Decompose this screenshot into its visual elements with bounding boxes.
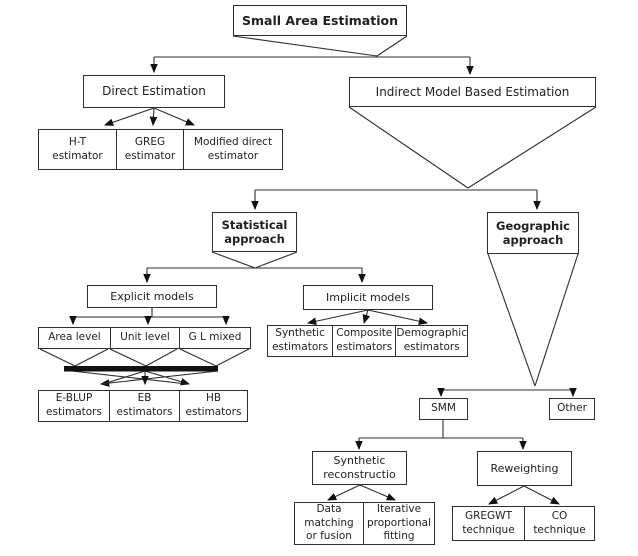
- cross-bar-left-to-hb: [71, 370, 188, 385]
- node-synthetic-reconstruction: Synthetic reconstructio: [312, 451, 407, 485]
- funnel-geographic-right: [534, 253, 579, 387]
- row-direct-estimators: H-T estimator GREG estimator Modified di…: [38, 129, 283, 170]
- row-reweighting-techniques: GREGWT technique CO technique: [452, 506, 595, 541]
- node-ht-estimator: H-T estimator: [52, 135, 103, 162]
- node-demographic-estimators: Demographic estimators: [395, 326, 467, 356]
- row-model-estimators: E-BLUP estimators EB estimators HB estim…: [38, 390, 248, 422]
- node-label: Synthetic reconstructio: [323, 454, 396, 481]
- node-eblup-estimators: E-BLUP estimators: [46, 392, 102, 418]
- node-hb-estimators: HB estimators: [179, 391, 247, 421]
- node-label: Implicit models: [326, 290, 410, 304]
- arrow-implicit-to-composite: [362, 309, 371, 325]
- mixing-bar: [64, 366, 218, 372]
- node-label: Explicit models: [110, 289, 194, 303]
- node-smm: SMM: [419, 398, 468, 420]
- node-composite-estimators: Composite estimators: [332, 326, 395, 356]
- node-implicit-models: Implicit models: [303, 285, 433, 310]
- arrow-synthrec-to-data-matching: [327, 484, 361, 501]
- funnel-statistical-left: [211, 251, 256, 269]
- node-label: Reweighting: [490, 461, 559, 475]
- cross-bar-center-to-eblup: [102, 370, 146, 385]
- vline-gl-left: [179, 348, 217, 367]
- row-reconstruction-methods: Data matching or fusion Iterative propor…: [294, 502, 435, 545]
- node-label: Indirect Model Based Estimation: [375, 84, 570, 99]
- node-greg-estimator: GREG estimator: [116, 130, 183, 169]
- node-geographic-approach: Geographic approach: [487, 212, 579, 254]
- funnel-sae-right: [376, 35, 408, 57]
- node-explicit-models: Explicit models: [87, 285, 217, 308]
- node-label: Statistical approach: [221, 217, 288, 246]
- node-synthetic-estimators: Synthetic estimators: [272, 327, 329, 353]
- arrow-direct-to-greg: [149, 107, 158, 127]
- arrow-direct-to-ht: [103, 107, 155, 126]
- row-explicit-model-levels: Area level Unit level G L mixed: [38, 327, 251, 349]
- node-direct-estimation: Direct Estimation: [83, 75, 225, 108]
- node-label: Other: [557, 402, 587, 415]
- node-data-matching-or-fusion: Data matching or fusion: [304, 503, 354, 543]
- vline-area-left: [39, 348, 76, 367]
- arrow-direct-to-modified: [153, 107, 196, 126]
- node-label: Direct Estimation: [102, 84, 206, 98]
- node-gl-mixed: G L mixed: [179, 328, 250, 348]
- row-implicit-estimators: Synthetic estimators Composite estimator…: [267, 325, 468, 357]
- vline-gl-right: [215, 348, 250, 367]
- node-other: Other: [549, 398, 595, 420]
- node-label: Small Area Estimation: [242, 12, 398, 28]
- vline-unit-left: [109, 348, 147, 367]
- node-statistical-approach: Statistical approach: [212, 212, 297, 252]
- arrow-reweight-to-gregwt: [488, 485, 525, 505]
- node-co-technique: CO technique: [524, 507, 594, 540]
- vline-unit-right: [145, 348, 178, 367]
- node-gregwt-technique: GREGWT technique: [462, 509, 515, 536]
- node-iterative-proportional-fitting: Iterative proportional fitting: [363, 503, 434, 544]
- vline-area-right: [74, 348, 109, 367]
- funnel-sae-left: [232, 35, 378, 57]
- node-indirect-model-based-estimation: Indirect Model Based Estimation: [349, 77, 596, 107]
- node-area-level: Area level: [48, 331, 101, 344]
- funnel-indirect-left: [348, 106, 469, 189]
- arrow-bar-to-hb: [144, 370, 191, 386]
- node-label: Geographic approach: [496, 218, 570, 247]
- node-eb-estimators: EB estimators: [109, 391, 179, 421]
- funnel-statistical-right: [254, 251, 298, 269]
- node-unit-level: Unit level: [110, 328, 179, 348]
- arrow-synthrec-to-iterative: [359, 484, 397, 501]
- funnel-geographic-left: [487, 253, 536, 387]
- cross-bar-right-to-eblup: [99, 370, 219, 387]
- node-reweighting: Reweighting: [477, 451, 572, 486]
- arrow-reweight-to-co: [523, 485, 560, 505]
- node-label: SMM: [431, 402, 456, 415]
- node-modified-direct-estimator: Modified direct estimator: [183, 130, 282, 169]
- arrow-implicit-to-demographic: [367, 309, 429, 325]
- funnel-indirect-right: [467, 106, 597, 189]
- node-small-area-estimation: Small Area Estimation: [233, 5, 407, 36]
- arrow-implicit-to-synthetic: [306, 309, 369, 326]
